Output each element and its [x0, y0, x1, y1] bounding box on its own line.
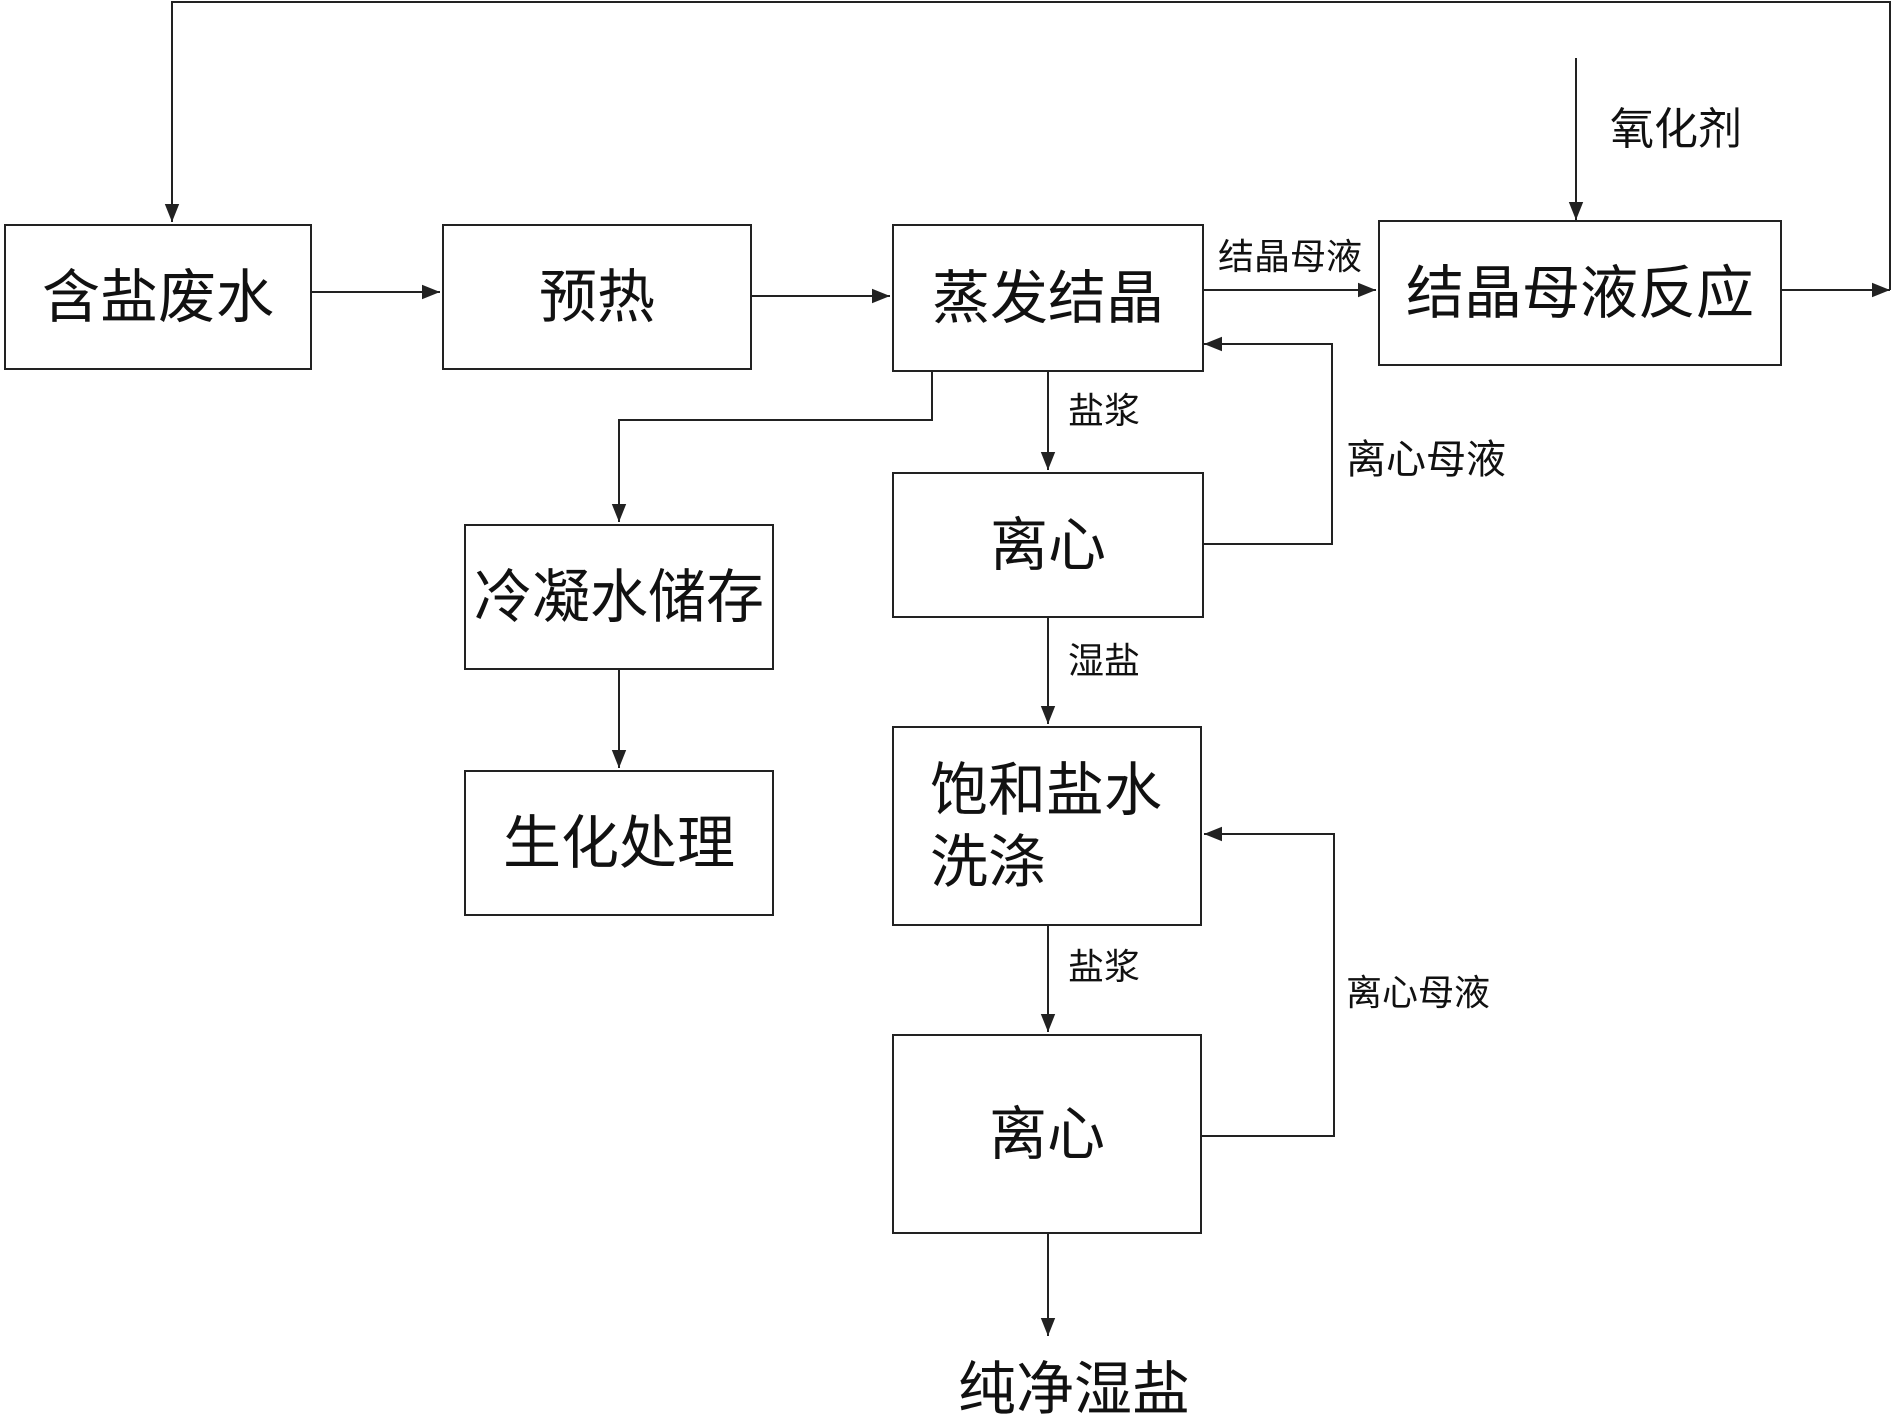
saturated-brine-wash-box: 饱和盐水 洗涤 — [892, 726, 1202, 926]
preheat-box: 预热 — [442, 224, 752, 370]
pure-wet-salt-label: 纯净湿盐 — [958, 1355, 1191, 1423]
saturated-brine-wash-label-line2: 洗涤 — [930, 828, 1047, 896]
condensate-storage-label: 冷凝水储存 — [473, 562, 764, 631]
centrifuge-mother-liquor-2-label: 离心母液 — [1346, 973, 1491, 1014]
salt-wastewater-box: 含盐废水 — [4, 224, 312, 370]
recycle-loop-line — [164, 1, 1891, 290]
wet-salt-label: 湿盐 — [1068, 641, 1141, 682]
centrifuge-1-box: 离心 — [892, 472, 1204, 618]
crystallization-mother-liquor-label: 结晶母液 — [1218, 237, 1363, 278]
centrifuge-mother-liquor-1-label: 离心母液 — [1346, 437, 1506, 483]
mother-liquor-reaction-box: 结晶母液反应 — [1378, 220, 1782, 366]
condensate-storage-box: 冷凝水储存 — [464, 524, 774, 670]
evaporation-to-condensate-arrow — [611, 372, 933, 522]
centrifuge-1-label: 离心 — [989, 510, 1106, 579]
mother-liquor-reaction-label: 结晶母液反应 — [1405, 258, 1754, 327]
evaporation-crystallization-box: 蒸发结晶 — [892, 224, 1204, 372]
centrifuge2-return-arrow — [1202, 826, 1335, 1137]
biochemical-treatment-label: 生化处理 — [502, 808, 735, 877]
centrifuge-2-box: 离心 — [892, 1034, 1202, 1234]
salt-slurry-1-label: 盐浆 — [1068, 391, 1141, 432]
biochemical-treatment-box: 生化处理 — [464, 770, 774, 916]
preheat-label: 预热 — [538, 262, 655, 331]
centrifuge-2-label: 离心 — [988, 1099, 1105, 1168]
salt-wastewater-label: 含盐废水 — [41, 262, 274, 331]
centrifuge1-return-arrow — [1202, 336, 1333, 545]
oxidant-label: 氧化剂 — [1610, 104, 1742, 155]
saturated-brine-wash-label-line1: 饱和盐水 — [930, 755, 1163, 824]
salt-slurry-2-label: 盐浆 — [1068, 947, 1141, 988]
evaporation-crystallization-label: 蒸发结晶 — [931, 263, 1164, 332]
